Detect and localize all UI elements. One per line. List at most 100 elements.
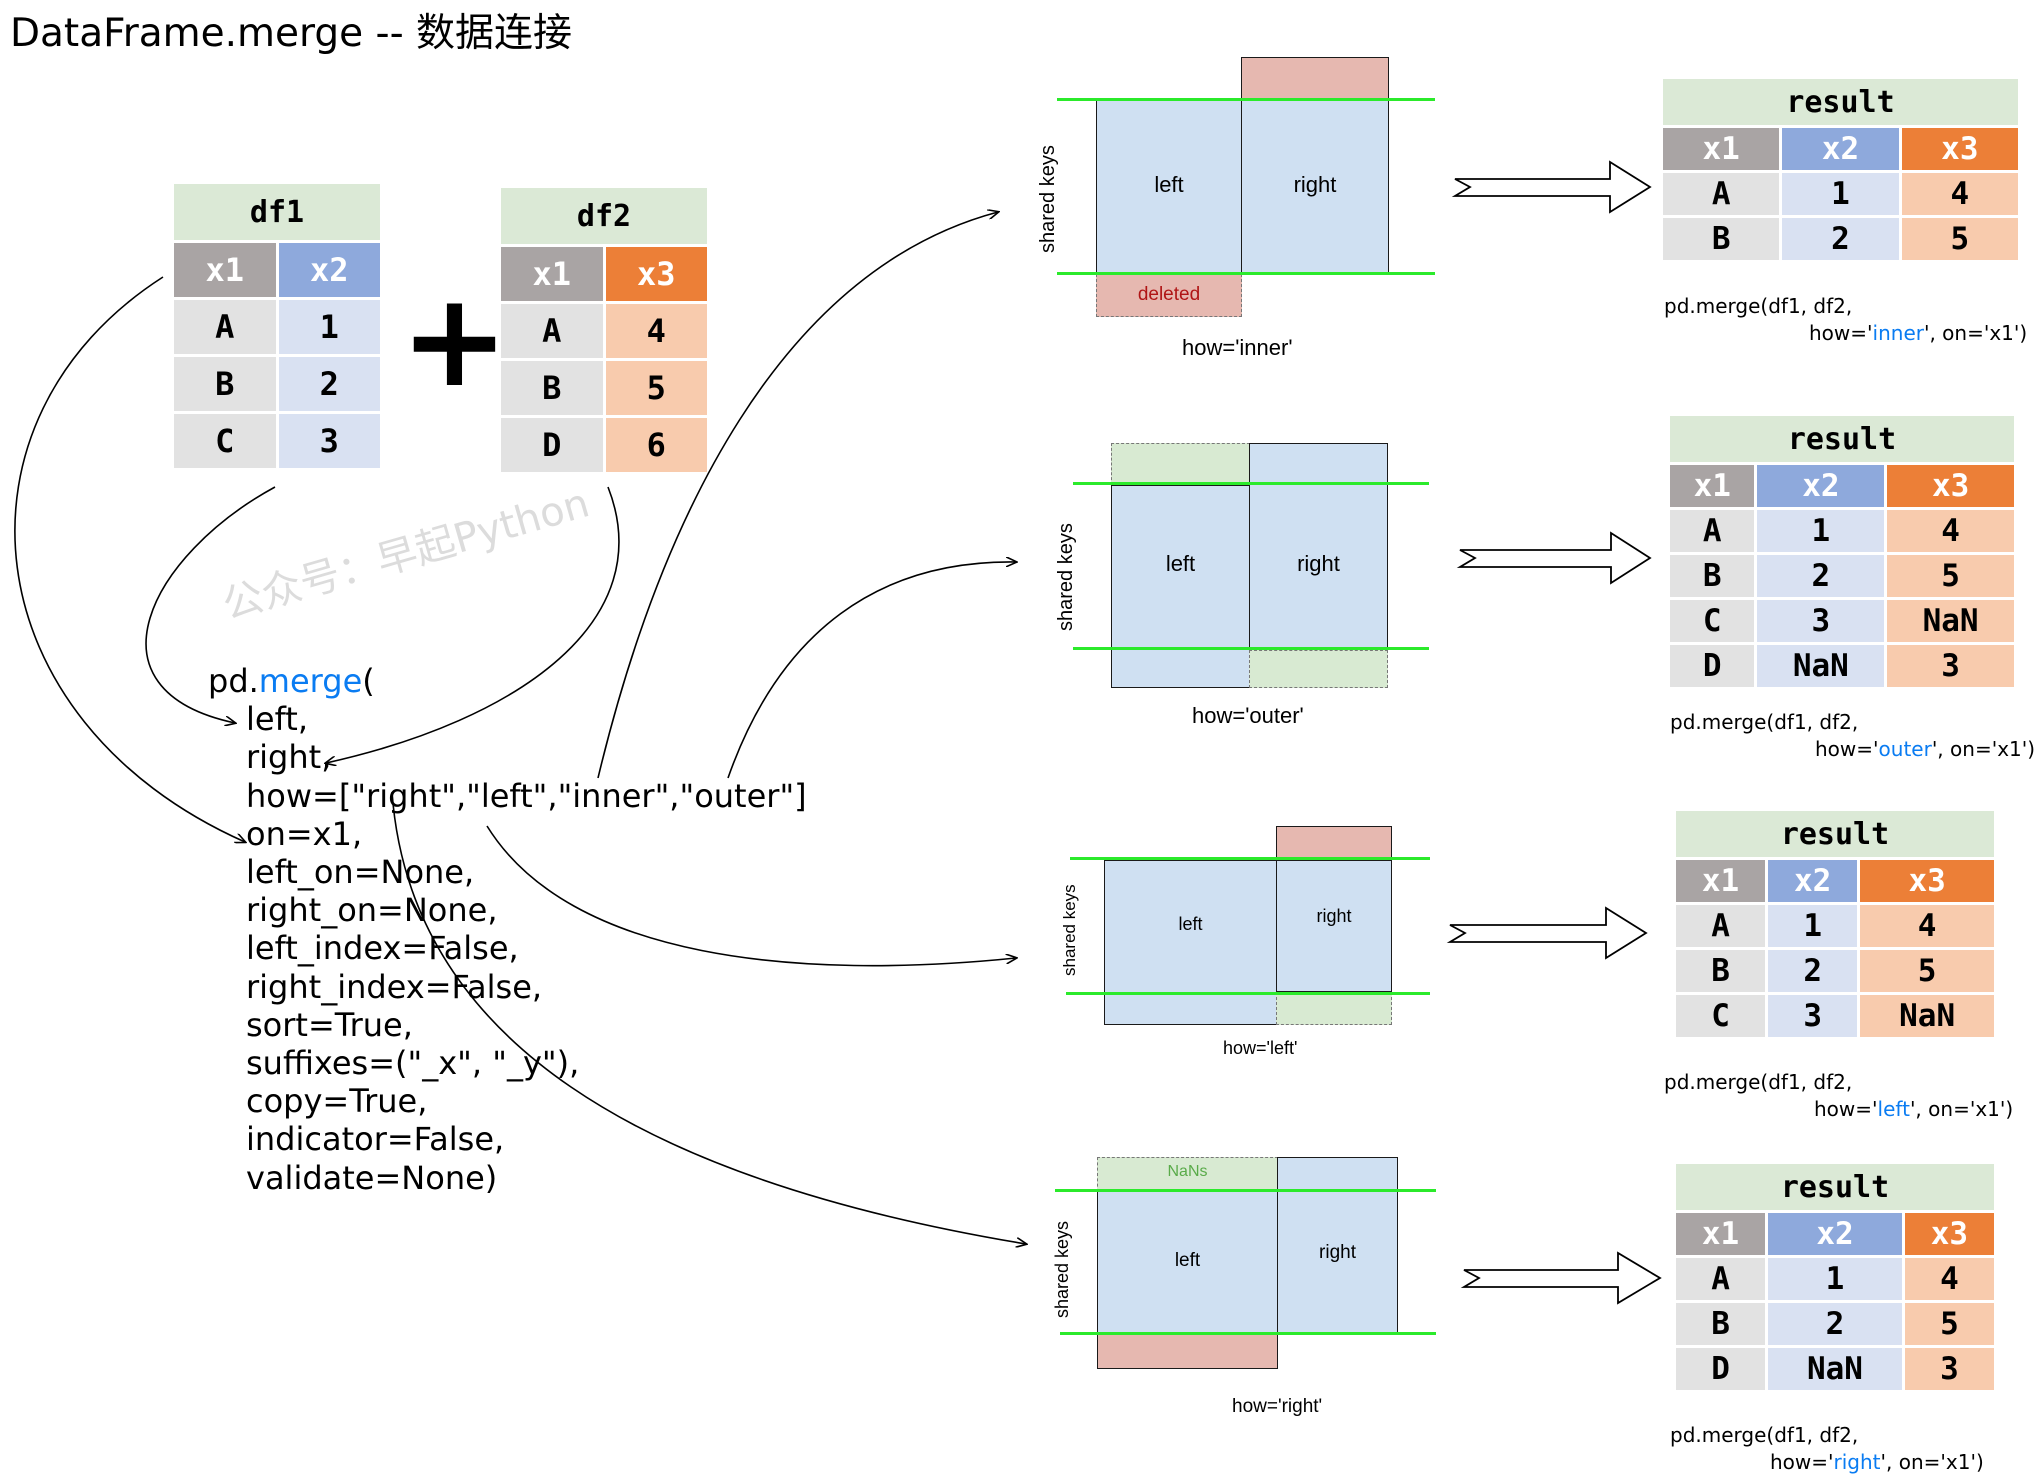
- table-cell: 1: [1768, 905, 1858, 947]
- header-x2: x2: [1782, 128, 1899, 170]
- table-cell: A: [1676, 905, 1766, 947]
- table-cell: B: [1663, 218, 1780, 260]
- table-cell: D: [1676, 1348, 1766, 1390]
- page-title: DataFrame.merge -- 数据连接: [10, 11, 573, 56]
- table-cell: NaN: [1860, 995, 1994, 1037]
- merge-call-inner: pd.merge(df1, df2, how='inner', on='x1'): [1664, 293, 2027, 347]
- call-line: pd.merge(df1, df2,: [1670, 710, 1859, 734]
- call-how-kw: right: [1833, 1450, 1881, 1474]
- result-caption: result: [1670, 416, 2014, 462]
- key-line: [1060, 1332, 1436, 1335]
- key-line: [1057, 272, 1435, 275]
- table-cell: 1: [1782, 173, 1899, 215]
- merge-signature-code: pd.merge( left, right, how=["right","lef…: [208, 662, 807, 1197]
- df1-header-x2: x2: [278, 243, 380, 297]
- table-cell: 6: [605, 418, 707, 472]
- table-cell: 2: [1768, 1303, 1902, 1345]
- header-x3: x3: [1904, 1213, 1994, 1255]
- left-label: left: [1165, 551, 1196, 576]
- table-cell: D: [501, 418, 603, 472]
- table-cell: D: [1670, 645, 1755, 687]
- arrow-right-icon: [1446, 906, 1648, 960]
- how-label: how='inner': [1182, 335, 1293, 360]
- right-label: right: [1293, 172, 1337, 197]
- code-line: left,: [246, 700, 308, 739]
- table-cell: 5: [1887, 555, 2014, 597]
- table-cell: A: [1670, 510, 1755, 552]
- inner-right-block: [1241, 100, 1389, 274]
- outer-right-block: [1249, 443, 1388, 651]
- code-line: how=["right","left","inner","outer"]: [246, 776, 807, 815]
- right-label: right: [1316, 906, 1352, 926]
- code-func: merge: [258, 662, 363, 700]
- code-line: right_on=None,: [246, 891, 498, 930]
- code-line: left_index=False,: [246, 929, 519, 968]
- table-cell: B: [1676, 1303, 1766, 1345]
- left-right-block: [1276, 860, 1392, 992]
- curve-df1-to-on: [14, 276, 245, 842]
- table-cell: C: [174, 414, 276, 468]
- table-cell: 3: [278, 414, 380, 468]
- table-cell: A: [1663, 173, 1780, 215]
- header-x1: x1: [1663, 128, 1780, 170]
- key-line: [1055, 1189, 1436, 1192]
- header-x2: x2: [1768, 860, 1858, 902]
- arrow-right-icon: [1456, 531, 1652, 585]
- outer-left-block: [1111, 485, 1250, 688]
- left-label: left: [1174, 1250, 1201, 1271]
- table-cell: B: [1670, 555, 1755, 597]
- header-x2: x2: [1757, 465, 1885, 507]
- curve-to-inner: [597, 212, 998, 779]
- table-cell: 3: [1887, 645, 2014, 687]
- result-caption: result: [1663, 79, 2018, 125]
- table-cell: 2: [1757, 555, 1885, 597]
- call-post: ', on='x1'): [1931, 737, 2035, 761]
- merge-call-right: pd.merge(df1, df2, how='right', on='x1'): [1670, 1422, 1984, 1476]
- curve-df1-to-left: [145, 486, 276, 723]
- nans-label: NaNs: [1167, 1163, 1208, 1180]
- call-pre: how=': [1770, 1450, 1834, 1474]
- curve-to-right: [391, 791, 1026, 1244]
- table-cell: 1: [1768, 1258, 1902, 1300]
- curve-df2-to-right: [326, 486, 620, 763]
- df1-caption: df1: [174, 184, 380, 240]
- code-line: copy=True,: [246, 1082, 428, 1121]
- outer-right-bottom: [1249, 650, 1388, 688]
- arrow-right-icon: [1451, 160, 1652, 214]
- header-x1: x1: [1676, 860, 1766, 902]
- header-x3: x3: [1860, 860, 1994, 902]
- table-cell: 5: [605, 361, 707, 415]
- table-cell: 1: [1757, 510, 1885, 552]
- table-cell: 3: [1757, 600, 1885, 642]
- table-cell: 2: [1782, 218, 1899, 260]
- code-line: suffixes=("_x", "_y"),: [246, 1044, 580, 1083]
- call-how-kw: outer: [1878, 737, 1932, 761]
- key-line: [1057, 98, 1435, 101]
- table-cell: 4: [1887, 510, 2014, 552]
- call-post: ', on='x1'): [1923, 321, 2028, 345]
- result-caption: result: [1676, 1164, 1994, 1210]
- deleted-label: deleted: [1137, 284, 1201, 305]
- table-cell: NaN: [1757, 645, 1885, 687]
- call-pre: how=': [1815, 737, 1879, 761]
- code-line: sort=True,: [246, 1005, 413, 1044]
